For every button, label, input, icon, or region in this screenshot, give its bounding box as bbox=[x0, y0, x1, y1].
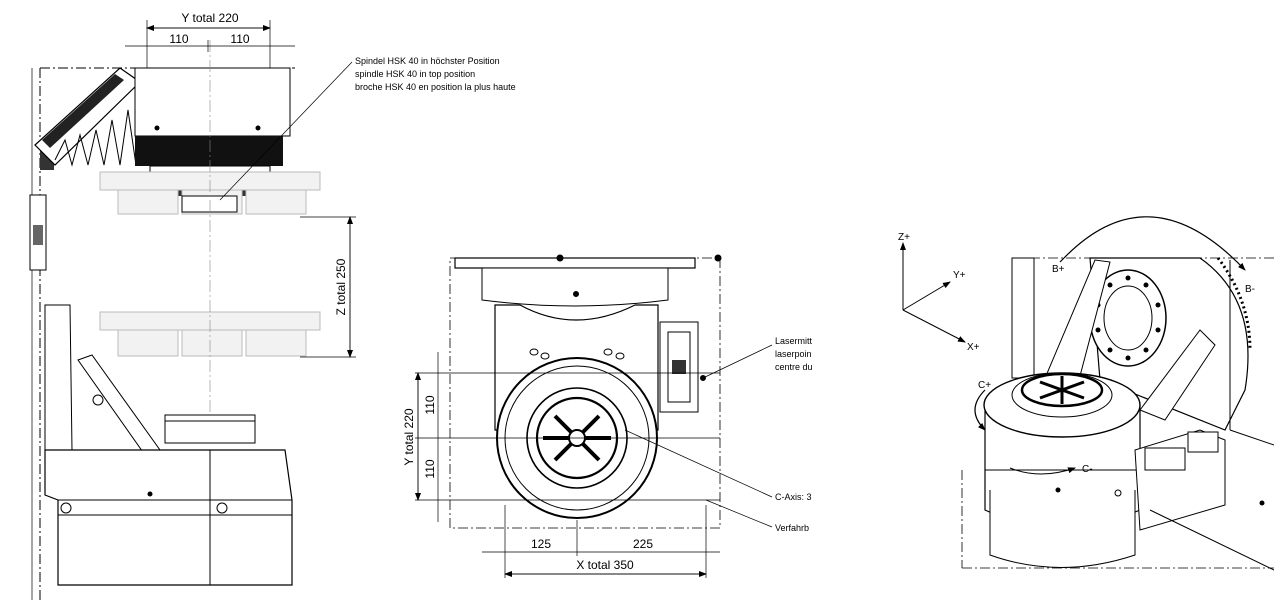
rotation-b-plus: B+ bbox=[1052, 264, 1065, 275]
spindle-note-en: spindle HSK 40 in top position bbox=[355, 69, 475, 79]
side-y-left-label: 110 bbox=[169, 32, 188, 46]
front-x-left-label: 125 bbox=[531, 537, 551, 551]
iso-view bbox=[900, 216, 1274, 571]
axis-z-plus: Z+ bbox=[898, 232, 910, 243]
front-y-bottom-label: 110 bbox=[423, 459, 437, 478]
axis-x-plus: X+ bbox=[967, 342, 980, 353]
side-y-total-label: Y total 220 bbox=[181, 11, 238, 25]
front-y-top-label: 110 bbox=[423, 395, 437, 414]
front-x-right-label: 225 bbox=[633, 537, 653, 551]
front-view bbox=[415, 254, 773, 578]
spindle-note-fr: broche HSK 40 en position la plus haute bbox=[355, 82, 516, 92]
side-z-total-label: Z total 250 bbox=[334, 258, 348, 315]
front-x-total-label: X total 350 bbox=[576, 558, 634, 572]
rotation-b-minus: B- bbox=[1245, 284, 1255, 295]
side-y-right-label: 110 bbox=[230, 32, 249, 46]
rotation-c-plus: C+ bbox=[978, 380, 991, 391]
front-y-total-label: Y total 220 bbox=[402, 408, 416, 465]
travel-note: Verfahrb bbox=[775, 523, 809, 533]
laser-note-en: laserpoin bbox=[775, 349, 812, 359]
spindle-note-de: Spindel HSK 40 in höchster Position bbox=[355, 56, 500, 66]
side-view bbox=[29, 20, 356, 600]
laser-note-fr: centre du bbox=[775, 362, 813, 372]
laser-note-de: Lasermitt bbox=[775, 336, 813, 346]
axis-y-plus: Y+ bbox=[953, 270, 966, 281]
c-axis-note: C-Axis: 3 bbox=[775, 492, 812, 502]
rotation-c-minus: C- bbox=[1082, 464, 1093, 475]
